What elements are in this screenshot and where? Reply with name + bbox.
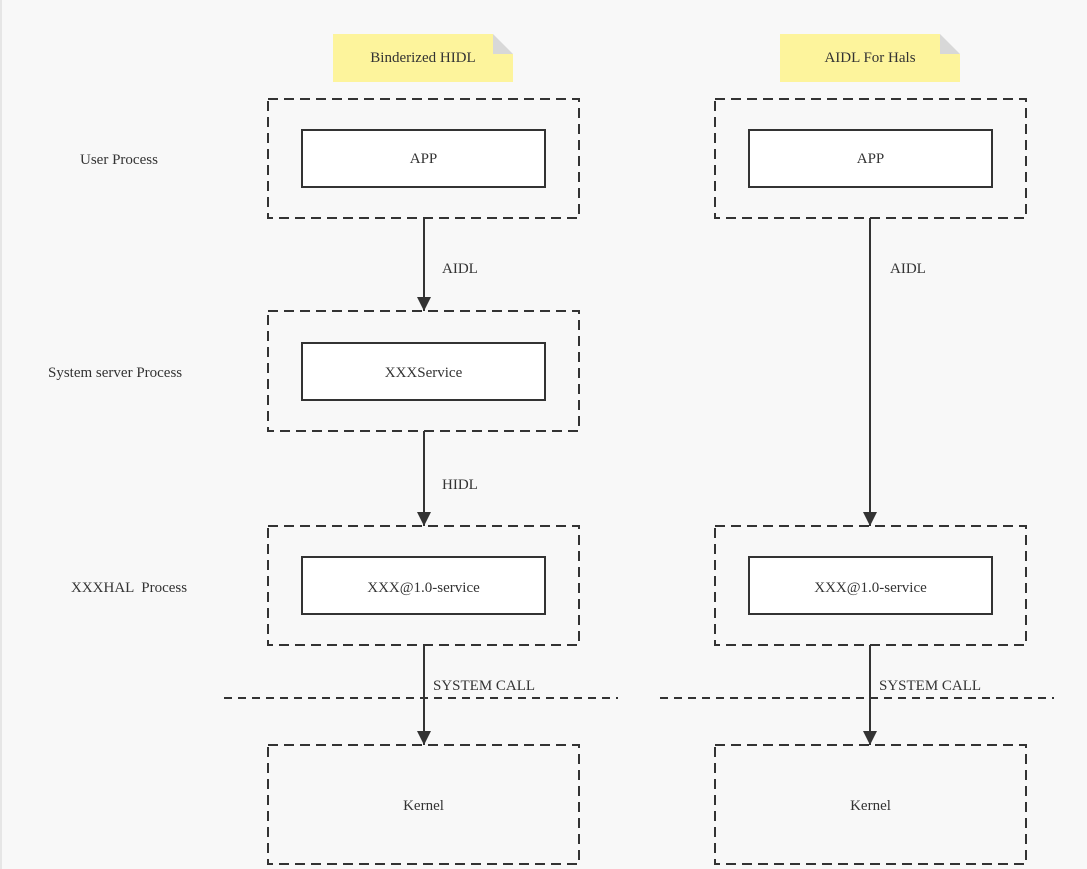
app-box-left [301, 129, 546, 188]
aidl-label-left: AIDL [442, 261, 478, 277]
service-box-left [301, 342, 546, 401]
row-label-hal-process: XXXHAL Process [71, 580, 188, 596]
hal-service-label-right: XXX@1.0-service [814, 580, 927, 596]
aidl-label-right: AIDL [890, 261, 926, 277]
note-aidl-for-hals: AIDL For Hals [780, 34, 960, 82]
row-label-system-server-process: System server Process [48, 365, 183, 381]
service-label-left: XXXService [384, 365, 463, 381]
row-label-user-process: User Process [80, 152, 158, 168]
note-binderized-hidl: Binderized HIDL [333, 34, 513, 82]
syscall-label-right: SYSTEM CALL [879, 678, 982, 694]
syscall-label-left: SYSTEM CALL [433, 678, 536, 694]
app-label-right: APP [856, 151, 885, 167]
kernel-box-right [714, 744, 1027, 865]
kernel-box-left [267, 744, 580, 865]
hal-service-label-left: XXX@1.0-service [367, 580, 480, 596]
app-box-right [748, 129, 993, 188]
hidl-label-left: HIDL [442, 477, 478, 493]
kernel-label-right: Kernel [850, 798, 891, 814]
kernel-label-left: Kernel [403, 798, 444, 814]
app-label-left: APP [409, 151, 438, 167]
system-process-boundary-left [267, 310, 580, 432]
hal-service-box-left [301, 556, 546, 615]
hal-service-box-right [748, 556, 993, 615]
